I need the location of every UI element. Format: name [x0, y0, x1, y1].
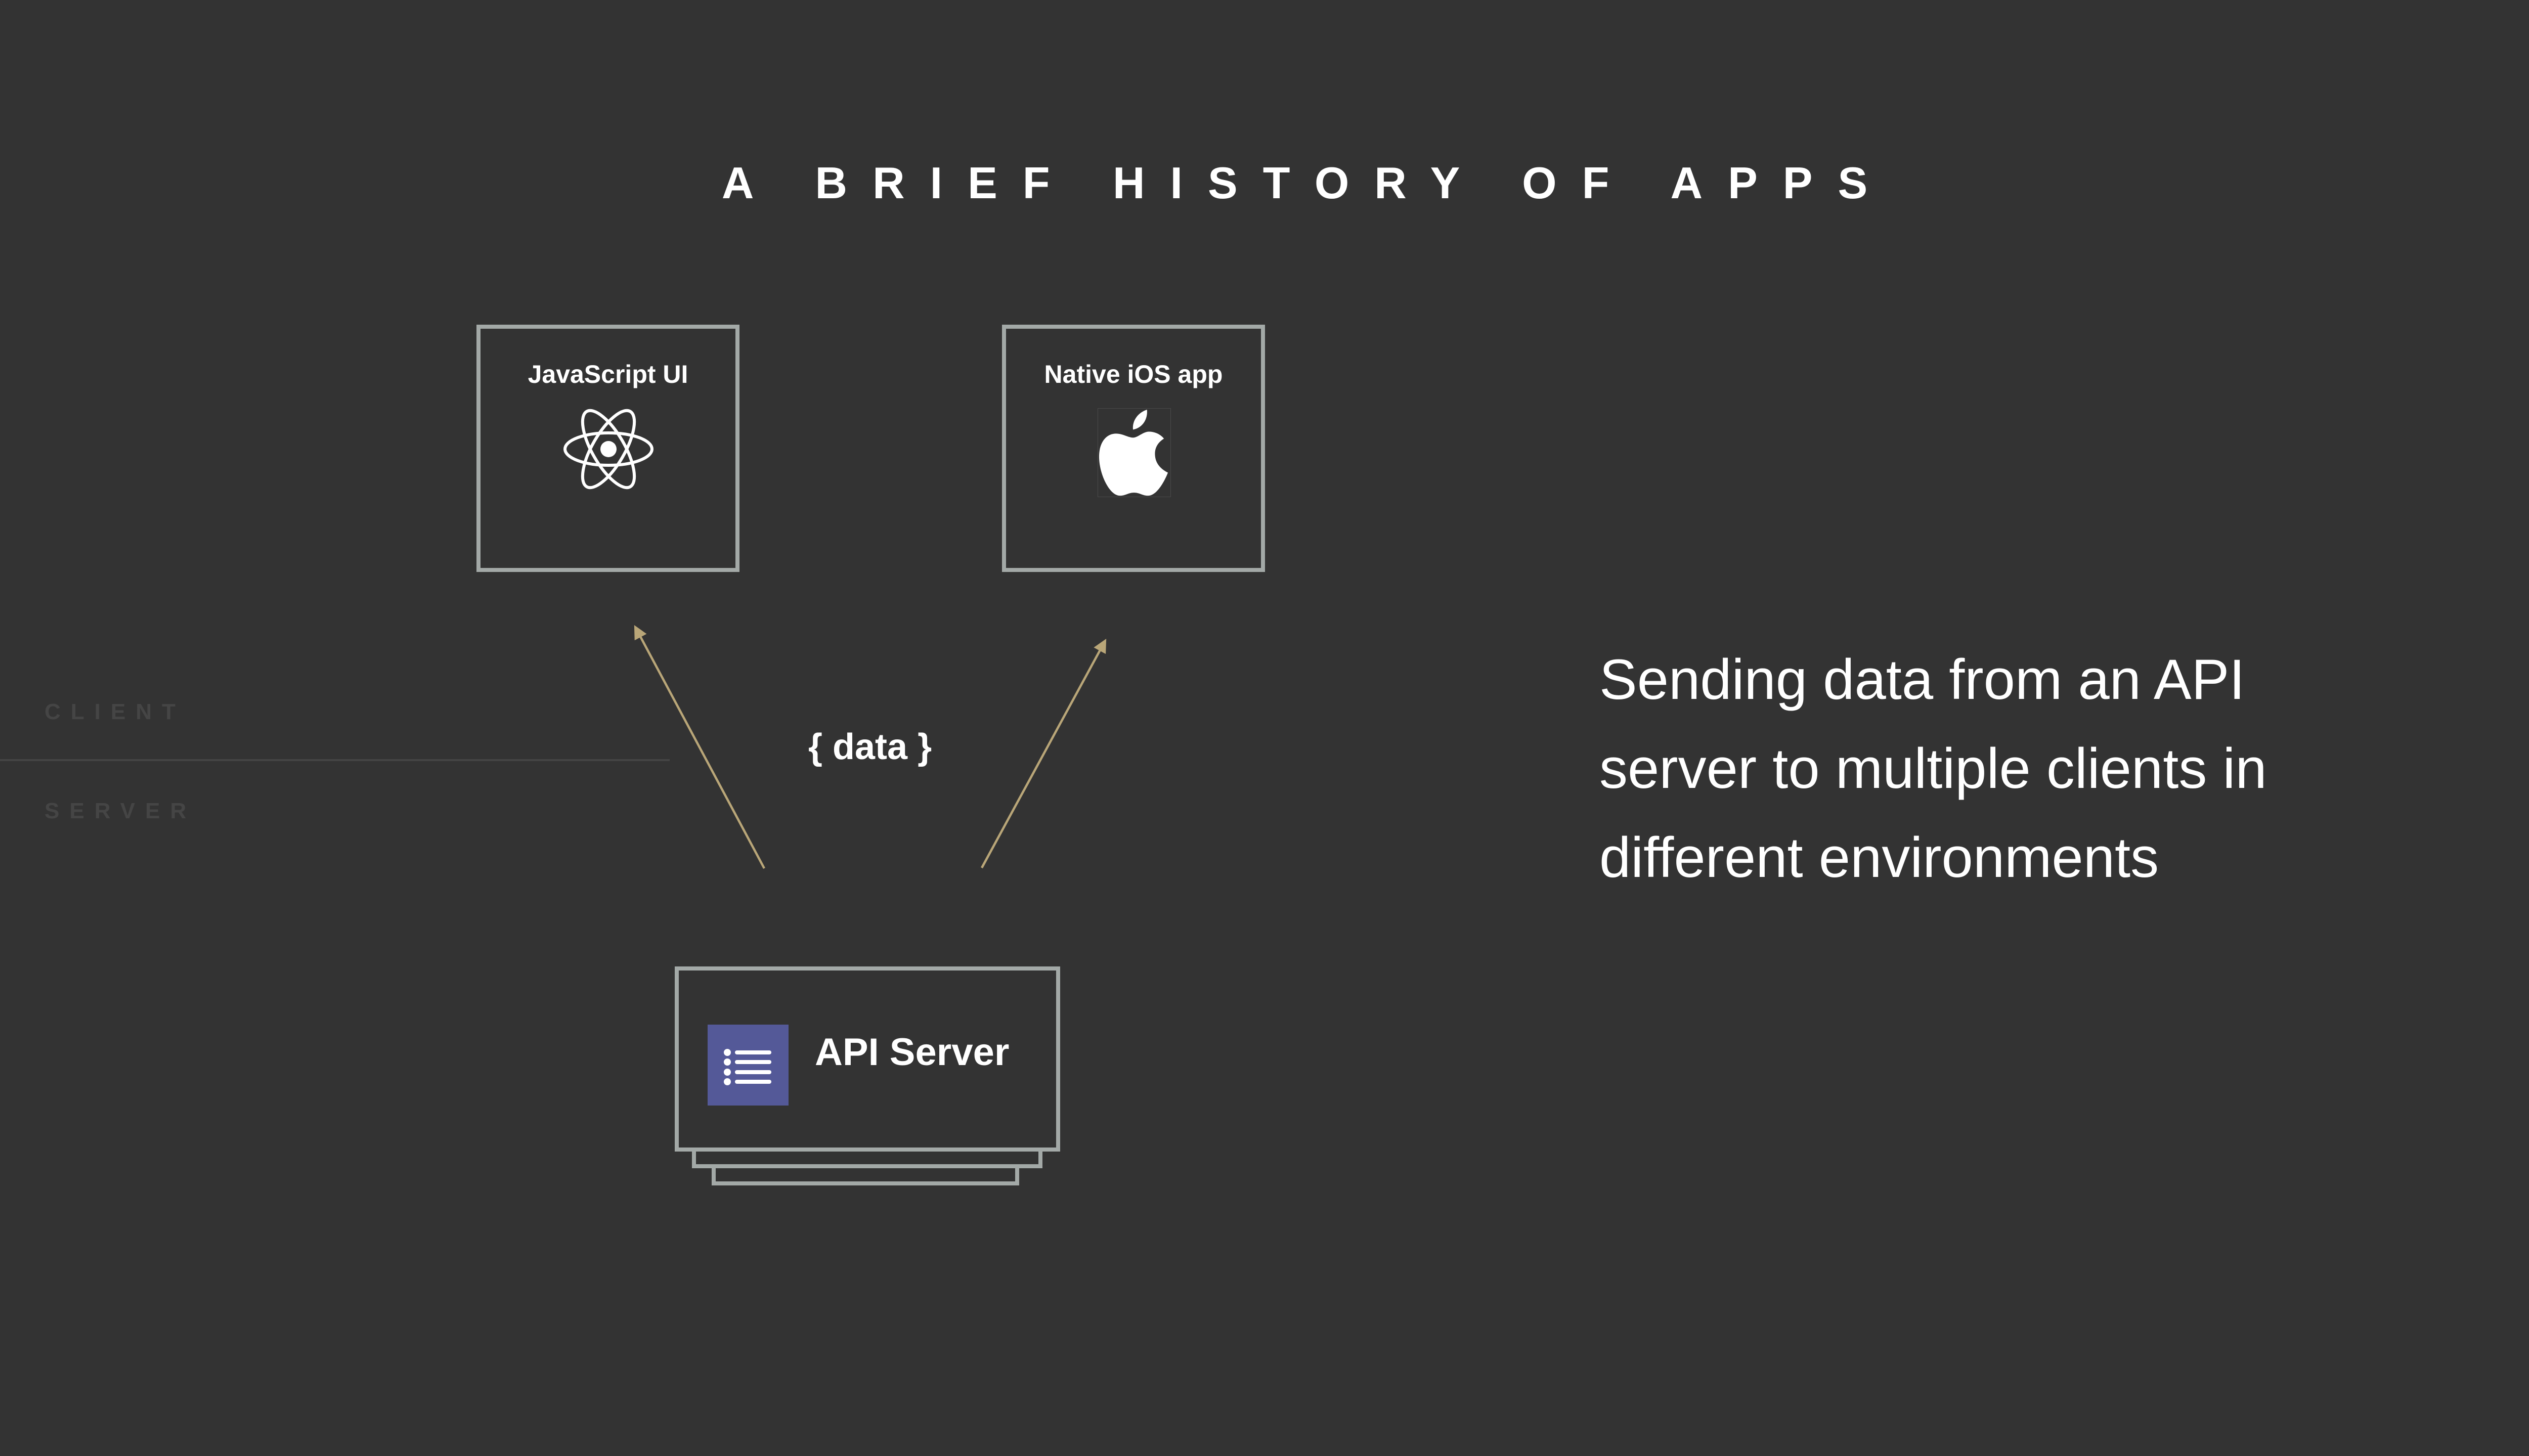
api-server-box: API Server: [675, 966, 1060, 1152]
arrow-to-native-ios-app: [981, 639, 1107, 869]
server-tier-label: SERVER: [45, 799, 197, 823]
arrow-to-javascript-ui: [634, 625, 765, 869]
slide-title: A BRIEF HISTORY OF APPS: [721, 158, 1893, 208]
caption-line-2: server to multiple clients in: [1599, 737, 2267, 800]
javascript-ui-box: JavaScript UI: [476, 325, 739, 572]
data-payload-label: { data }: [808, 727, 932, 767]
slide-caption: Sending data from an API server to multi…: [1599, 635, 2459, 902]
tier-divider: [0, 759, 670, 761]
apple-logo-icon: [1098, 408, 1171, 497]
native-ios-app-label: Native iOS app: [1044, 360, 1223, 388]
react-atom-icon: [562, 408, 655, 490]
caption-line-3: different environments: [1599, 826, 2159, 889]
native-ios-app-box: Native iOS app: [1002, 325, 1265, 572]
client-tier-label: CLIENT: [45, 699, 186, 724]
list-icon: [708, 1025, 789, 1106]
caption-line-1: Sending data from an API: [1599, 648, 2245, 711]
javascript-ui-label: JavaScript UI: [528, 360, 688, 388]
api-server-label: API Server: [815, 1031, 1010, 1074]
